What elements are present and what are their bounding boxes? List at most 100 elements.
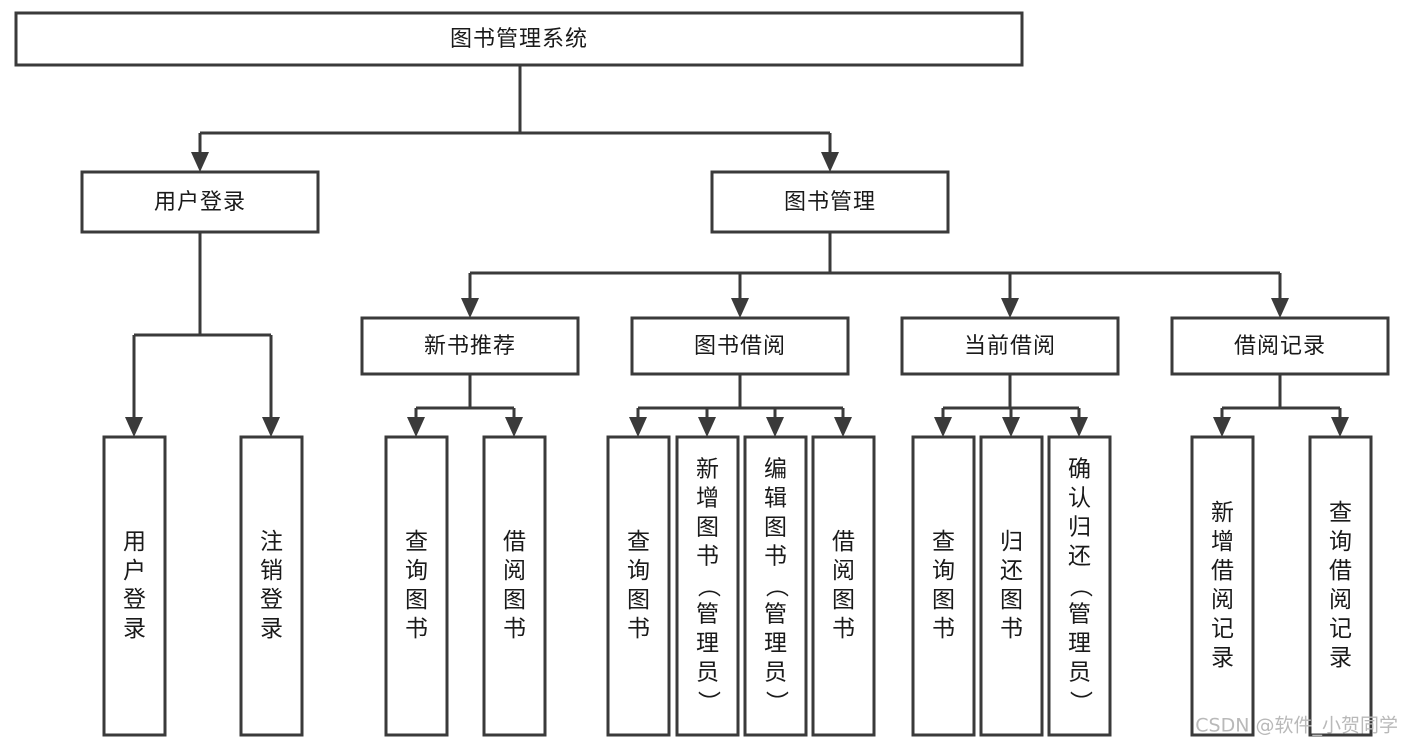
node-label-char: 借 bbox=[1211, 558, 1234, 584]
connector-arrowhead bbox=[834, 417, 852, 437]
node-leaf-leaf-query-book-1[interactable]: 查询图书查询图书 bbox=[384, 435, 449, 737]
node-label-char: 书 bbox=[696, 544, 719, 570]
node-label-char: 书 bbox=[932, 616, 955, 642]
node-box[interactable] bbox=[360, 316, 580, 376]
node-level3-book-borrow[interactable]: 图书借阅 bbox=[630, 316, 850, 376]
node-level2-book-manage[interactable]: 图书管理 bbox=[710, 170, 950, 234]
node-label-char: 辑 bbox=[764, 486, 787, 512]
node-label-char: 图 bbox=[1000, 587, 1023, 613]
node-label-char: 书 bbox=[1000, 616, 1023, 642]
connector-arrowhead bbox=[1001, 298, 1019, 318]
node-box[interactable] bbox=[80, 170, 320, 234]
node-root-system[interactable]: 图书管理系统 bbox=[14, 11, 1024, 67]
node-leaf-leaf-return-book[interactable]: 归还图书归还图书 bbox=[979, 435, 1044, 737]
connector-arrowhead bbox=[766, 417, 784, 437]
node-label-char: 登 bbox=[123, 587, 146, 613]
node-label-char: 借 bbox=[503, 529, 526, 555]
node-leaf-leaf-borrow-book-1[interactable]: 借阅图书借阅图书 bbox=[482, 435, 547, 737]
node-box[interactable] bbox=[606, 435, 671, 737]
node-label-char: ） bbox=[763, 691, 789, 714]
node-box[interactable] bbox=[743, 435, 808, 737]
node-leaf-leaf-borrow-book-2[interactable]: 借阅图书借阅图书 bbox=[811, 435, 876, 737]
node-label: 图书管理系统 bbox=[450, 27, 588, 52]
node-label-char: 借 bbox=[1329, 558, 1352, 584]
node-label-char: 查 bbox=[932, 529, 955, 555]
connector-arrowhead bbox=[1331, 417, 1349, 437]
node-box[interactable] bbox=[384, 435, 449, 737]
node-box[interactable] bbox=[911, 435, 976, 737]
node-box[interactable] bbox=[900, 316, 1120, 376]
node-label-char: 员 bbox=[764, 660, 787, 686]
node-level3-current-borrow[interactable]: 当前借阅 bbox=[900, 316, 1120, 376]
connector-arrowhead bbox=[461, 298, 479, 318]
node-label: 新书推荐 bbox=[424, 334, 516, 359]
node-label-char: 还 bbox=[1068, 544, 1091, 570]
node-label-char: 询 bbox=[627, 558, 650, 584]
node-label-char: 记 bbox=[1329, 616, 1352, 642]
connector-arrowhead bbox=[934, 417, 952, 437]
node-label-char: 询 bbox=[932, 558, 955, 584]
node-label-char: 理 bbox=[1068, 631, 1091, 657]
node-leaf-leaf-query-record[interactable]: 查询借阅记录查询借阅记录 bbox=[1308, 435, 1373, 737]
node-box[interactable] bbox=[14, 11, 1024, 67]
node-label: 图书管理 bbox=[784, 190, 876, 215]
node-label-char: 书 bbox=[405, 616, 428, 642]
node-label-char: 管 bbox=[1068, 602, 1091, 628]
node-level3-new-book-rec[interactable]: 新书推荐 bbox=[360, 316, 580, 376]
node-box[interactable] bbox=[239, 435, 304, 737]
node-label-char: 增 bbox=[1211, 529, 1234, 555]
connector-arrowhead bbox=[191, 152, 209, 172]
node-label-char: 编 bbox=[764, 457, 787, 483]
connector-arrowhead bbox=[1002, 417, 1020, 437]
node-label-char: 确 bbox=[1068, 457, 1091, 483]
node-box[interactable] bbox=[482, 435, 547, 737]
node-label-char: 记 bbox=[1211, 616, 1234, 642]
node-level3-borrow-record[interactable]: 借阅记录 bbox=[1170, 316, 1390, 376]
node-label-char: 注 bbox=[260, 529, 283, 555]
node-label-char: 书 bbox=[832, 616, 855, 642]
node-box[interactable] bbox=[811, 435, 876, 737]
node-label-char: 用 bbox=[123, 529, 146, 555]
node-box[interactable] bbox=[979, 435, 1044, 737]
node-box[interactable] bbox=[710, 170, 950, 234]
node-box[interactable] bbox=[1190, 435, 1255, 737]
node-leaf-leaf-add-record[interactable]: 新增借阅记录新增借阅记录 bbox=[1190, 435, 1255, 737]
node-box[interactable] bbox=[1170, 316, 1390, 376]
node-label-char: 新 bbox=[1211, 500, 1234, 526]
node-box[interactable] bbox=[675, 435, 740, 737]
node-label-char: 查 bbox=[627, 529, 650, 555]
node-label-char: 员 bbox=[696, 660, 719, 686]
node-label-char: 新 bbox=[696, 457, 719, 483]
connector-arrowhead bbox=[698, 417, 716, 437]
node-leaf-leaf-query-book-3[interactable]: 查询图书查询图书 bbox=[911, 435, 976, 737]
node-level2-user-login[interactable]: 用户登录 bbox=[80, 170, 320, 234]
node-box[interactable] bbox=[630, 316, 850, 376]
node-label: 图书借阅 bbox=[694, 334, 786, 359]
node-label-char: ） bbox=[695, 691, 721, 714]
connector-arrowhead bbox=[821, 152, 839, 172]
node-box[interactable] bbox=[1308, 435, 1373, 737]
node-label-char: 书 bbox=[503, 616, 526, 642]
csdn-watermark: CSDN @软件_小贺同学 bbox=[1195, 715, 1398, 737]
node-leaf-leaf-user-login[interactable]: 用户登录用户登录 bbox=[102, 435, 167, 737]
node-box[interactable] bbox=[102, 435, 167, 737]
node-label-char: 认 bbox=[1068, 486, 1091, 512]
node-label: 当前借阅 bbox=[964, 334, 1056, 359]
node-label-char: 图 bbox=[405, 587, 428, 613]
node-leaf-leaf-query-book-2[interactable]: 查询图书查询图书 bbox=[606, 435, 671, 737]
node-label-char: 录 bbox=[123, 616, 146, 642]
node-label-char: 理 bbox=[764, 631, 787, 657]
node-box[interactable] bbox=[1047, 435, 1112, 737]
node-leaf-leaf-logout[interactable]: 注销登录注销登录 bbox=[239, 435, 304, 737]
nodes-layer: 图书管理系统用户登录图书管理新书推荐图书借阅当前借阅借阅记录用户登录用户登录注销… bbox=[14, 11, 1390, 737]
connector-arrowhead bbox=[407, 417, 425, 437]
connector-arrowhead bbox=[629, 417, 647, 437]
node-label-char: （ bbox=[1067, 575, 1093, 598]
node-label-char: 询 bbox=[405, 558, 428, 584]
connectors-layer bbox=[125, 65, 1349, 437]
